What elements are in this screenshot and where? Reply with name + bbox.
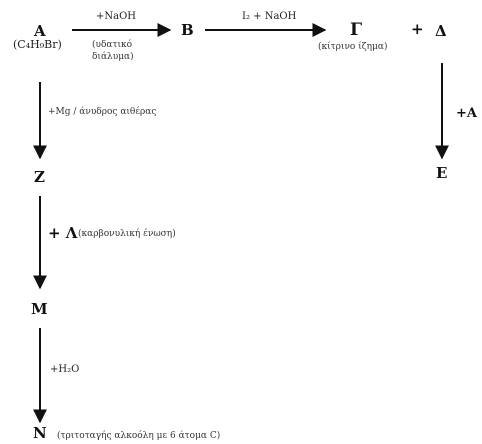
reagent-naoh: +NaOH xyxy=(96,11,137,22)
compound-z: Z xyxy=(34,168,45,186)
reagent-water: +H₂O xyxy=(50,364,80,375)
compound-b: B xyxy=(181,21,194,39)
compound-n-note: (τριτοταγής αλκοόλη με 6 άτομα C) xyxy=(57,431,221,441)
reagent-lambda: + Λ xyxy=(48,224,78,242)
compound-e: E xyxy=(436,164,448,182)
reagent-naoh-note-1: (υδατικό xyxy=(92,40,133,50)
compound-gamma-note: (κίτρινο ίζημα) xyxy=(318,42,388,52)
reagent-plus-a: +A xyxy=(456,106,477,121)
compound-delta: Δ xyxy=(435,22,447,40)
compound-m: M xyxy=(31,300,48,318)
compound-a-formula: (C₄H₉Br) xyxy=(13,38,62,51)
reagent-iodoform: I₂ + NaOH xyxy=(242,11,297,22)
compound-n: N xyxy=(33,424,47,442)
reagent-grignard: +Mg / άνυδρος αιθέρας xyxy=(48,107,157,117)
plus-sign: + xyxy=(411,20,424,38)
compound-gamma: Γ xyxy=(350,20,363,40)
reagent-lambda-note: (καρβονυλική ένωση) xyxy=(78,229,176,239)
reagent-naoh-note-2: διάλυμα) xyxy=(92,52,134,62)
compound-a: A xyxy=(34,22,46,40)
